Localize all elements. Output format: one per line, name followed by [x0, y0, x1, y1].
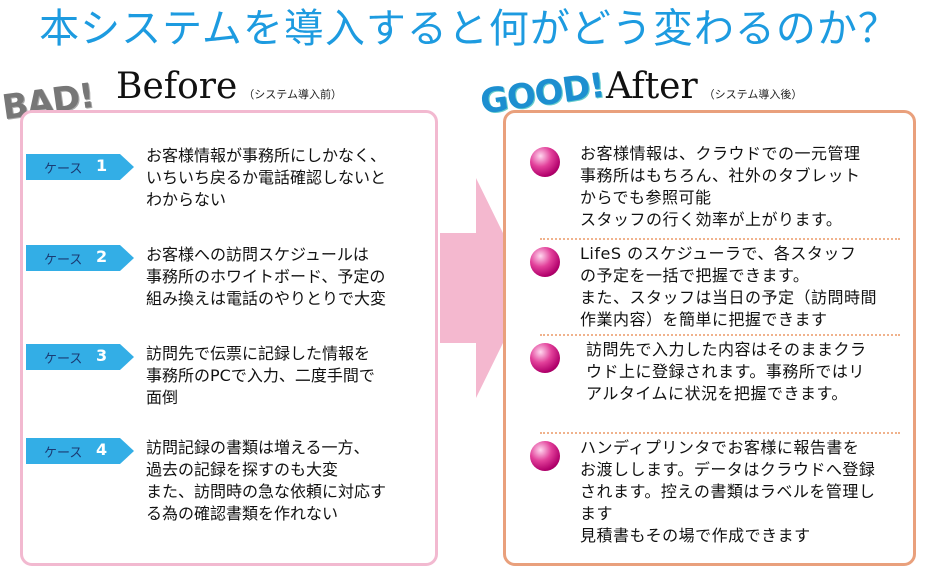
case-tag-arrow-icon	[26, 154, 134, 180]
case-tag-4: ケース 4	[26, 438, 134, 464]
case-number: 3	[96, 346, 108, 365]
dotted-divider	[540, 238, 900, 240]
after-item-2: LifeS のスケジューラで、各スタッフ の予定を一括で把握できます。 また、ス…	[580, 244, 878, 329]
after-item-1: お客様情報は、クラウドでの一元管理 事務所はもちろん、社外のタブレット からでも…	[580, 144, 861, 229]
before-title: Before	[116, 66, 238, 107]
page-title: 本システムを導入すると何がどう変わるのか？	[39, 6, 899, 52]
case-tag-2: ケース 2	[26, 245, 134, 271]
case-text-2: お客様への訪問スケジュールは 事務所のホワイトボード、予定の 組み換えは電話のや…	[146, 245, 387, 308]
case-text-1: お客様情報が事務所にしかなく、 いちいち戻るか電話確認しないと わからない	[146, 146, 387, 209]
after-item-4: ハンディプリンタでお客様に報告書を お渡しします。データはクラウドへ登録 されま…	[580, 438, 876, 545]
magenta-ball-icon	[530, 147, 560, 177]
before-subtitle: （システム導入前）	[243, 88, 342, 101]
magenta-ball-icon	[530, 343, 560, 373]
dotted-divider	[540, 432, 900, 434]
after-title: After	[606, 66, 698, 107]
case-label: ケース	[44, 446, 83, 461]
before-heading: Before （システム導入前）	[116, 66, 342, 107]
case-tag-arrow-icon	[26, 438, 134, 464]
magenta-ball-icon	[530, 441, 560, 471]
after-item-3: 訪問先で入力した内容はそのままクラ ウド上に登録されます。事務所ではリ アルタイ…	[586, 340, 867, 403]
right-arrow-icon	[440, 178, 530, 398]
dotted-divider	[540, 334, 900, 336]
after-subtitle: （システム導入後）	[703, 88, 803, 101]
magenta-ball-icon	[530, 247, 560, 277]
case-number: 4	[96, 440, 108, 459]
case-text-3: 訪問先で伝票に記録した情報を 事務所のPCで入力、二度手間で 面倒	[146, 344, 375, 407]
case-label: ケース	[44, 352, 83, 367]
case-number: 2	[96, 247, 108, 266]
before-panel	[20, 110, 438, 566]
after-heading: After （システム導入後）	[606, 66, 802, 107]
case-tag-arrow-icon	[26, 245, 134, 271]
case-tag-1: ケース 1	[26, 154, 134, 180]
case-tag-arrow-icon	[26, 344, 134, 370]
case-text-4: 訪問記録の書類は増える一方、 過去の記録を探すのも大変 また、訪問時の急な依頼に…	[146, 438, 387, 523]
case-number: 1	[96, 156, 108, 175]
case-tag-3: ケース 3	[26, 344, 134, 370]
after-panel	[503, 110, 916, 566]
case-label: ケース	[44, 162, 83, 177]
case-label: ケース	[44, 253, 83, 268]
